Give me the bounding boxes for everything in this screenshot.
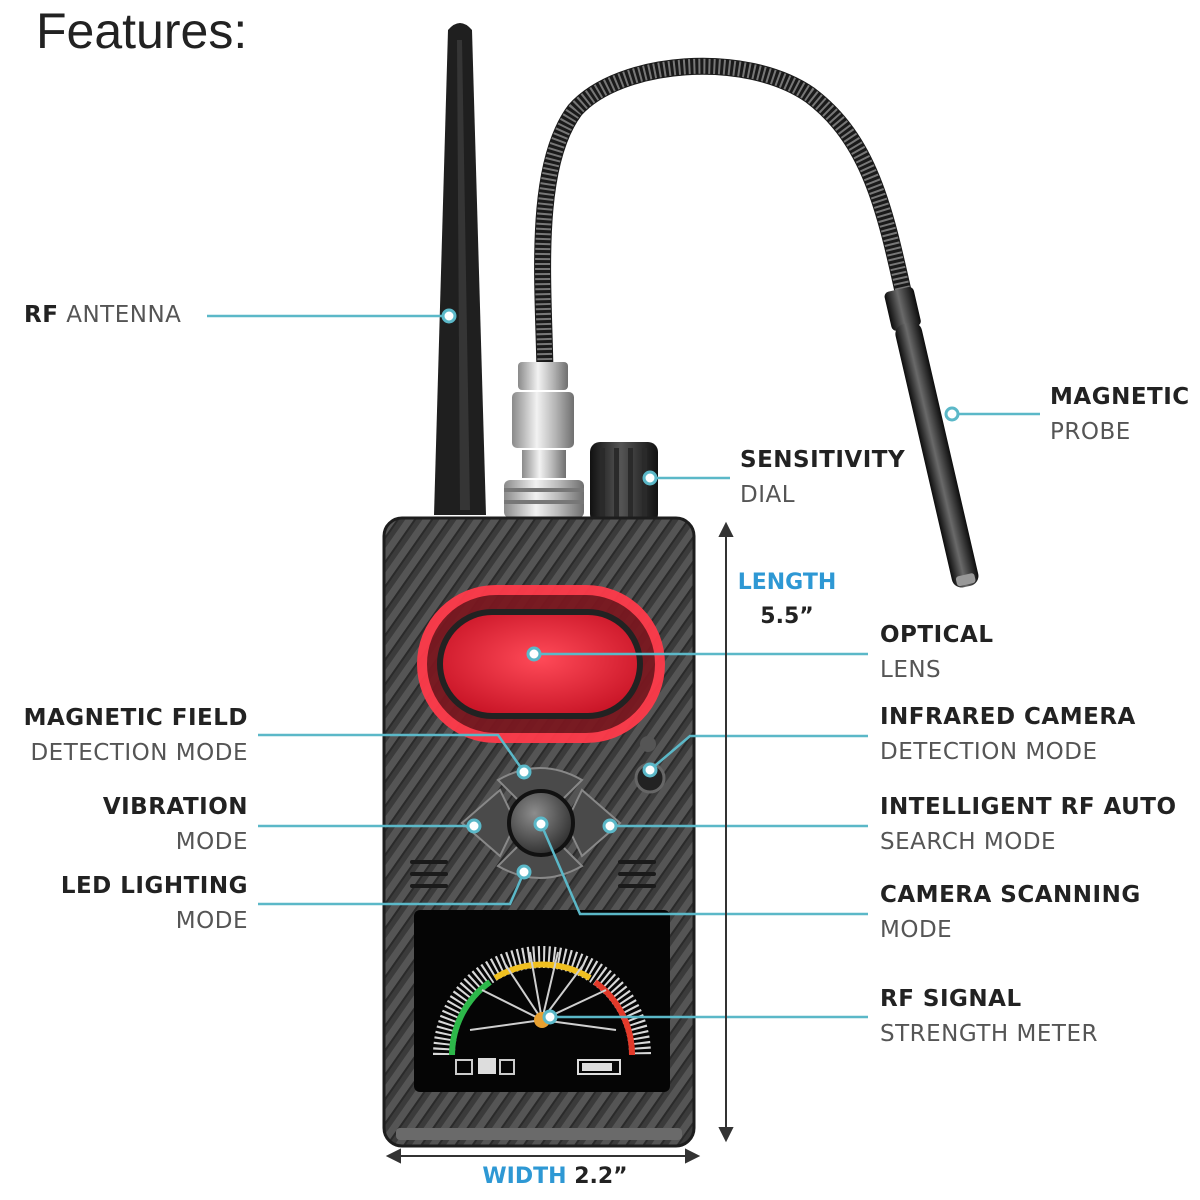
label-rf-signal-bold: RF SIGNAL xyxy=(880,986,1022,1012)
label-intelligent-rf-regular: SEARCH MODE xyxy=(880,829,1057,855)
rf-antenna xyxy=(434,23,486,515)
label-rf-antenna: RF ANTENNA xyxy=(24,298,181,333)
label-sensitivity-dial-bold: SENSITIVITY xyxy=(740,447,906,473)
label-magnetic-probe-regular: PROBE xyxy=(1050,419,1131,445)
callout-led-lighting xyxy=(258,871,526,906)
magnetic-probe xyxy=(884,287,979,588)
label-rf-antenna-bold: RF xyxy=(24,302,59,328)
callout-lines xyxy=(207,314,1040,1019)
label-infrared-camera: INFRARED CAMERA DETECTION MODE xyxy=(880,700,1136,770)
label-magnetic-probe-bold: MAGNETIC xyxy=(1050,384,1190,410)
label-led-lighting: LED LIGHTING MODE xyxy=(61,869,248,939)
gooseneck-cable xyxy=(534,57,914,389)
label-magnetic-field: MAGNETIC FIELD DETECTION MODE xyxy=(24,701,248,771)
label-led-lighting-regular: MODE xyxy=(175,908,248,934)
label-vibration: VIBRATION MODE xyxy=(103,790,248,860)
label-vibration-regular: MODE xyxy=(175,829,248,855)
speaker-grille xyxy=(410,860,656,888)
label-intelligent-rf-bold: INTELLIGENT RF AUTO xyxy=(880,794,1177,820)
label-magnetic-field-bold: MAGNETIC FIELD xyxy=(23,705,248,731)
label-optical-lens: OPTICAL LENS xyxy=(880,618,994,688)
label-camera-scanning: CAMERA SCANNING MODE xyxy=(880,878,1141,948)
callout-camera-scanning xyxy=(539,823,868,916)
label-optical-lens-bold: OPTICAL xyxy=(880,622,994,648)
label-infrared-camera-regular: DETECTION MODE xyxy=(880,739,1098,765)
callout-infrared-camera xyxy=(649,734,868,771)
label-sensitivity-dial-regular: DIAL xyxy=(740,482,796,508)
probe-connector xyxy=(504,362,584,518)
rf-signal-meter xyxy=(414,910,670,1092)
width-value: 2.2” xyxy=(574,1164,628,1189)
label-rf-antenna-regular: ANTENNA xyxy=(66,302,182,328)
label-led-lighting-bold: LED LIGHTING xyxy=(60,873,248,899)
callout-dots xyxy=(441,308,960,1025)
label-sensitivity-dial: SENSITIVITY DIAL xyxy=(740,443,905,513)
length-value: 5.5” xyxy=(760,604,814,629)
width-dimension: WIDTH 2.2” xyxy=(440,1160,670,1194)
label-infrared-camera-bold: INFRARED CAMERA xyxy=(880,704,1136,730)
label-magnetic-field-regular: DETECTION MODE xyxy=(30,740,248,766)
label-intelligent-rf: INTELLIGENT RF AUTO SEARCH MODE xyxy=(880,790,1177,860)
label-camera-scanning-regular: MODE xyxy=(880,917,953,943)
callout-magnetic-field xyxy=(258,733,526,773)
length-label: LENGTH xyxy=(737,570,837,595)
width-label: WIDTH xyxy=(482,1164,567,1189)
label-rf-signal-regular: STRENGTH METER xyxy=(880,1021,1098,1047)
dimension-lines xyxy=(385,521,734,1164)
page-title: Features: xyxy=(36,3,248,59)
label-rf-signal: RF SIGNAL STRENGTH METER xyxy=(880,982,1098,1052)
length-dimension: LENGTH 5.5” xyxy=(722,566,852,634)
label-optical-lens-regular: LENS xyxy=(880,657,942,683)
label-magnetic-probe: MAGNETIC PROBE xyxy=(1050,380,1190,450)
optical-lens xyxy=(417,585,665,743)
label-vibration-bold: VIBRATION xyxy=(102,794,248,820)
label-camera-scanning-bold: CAMERA SCANNING xyxy=(880,882,1141,908)
